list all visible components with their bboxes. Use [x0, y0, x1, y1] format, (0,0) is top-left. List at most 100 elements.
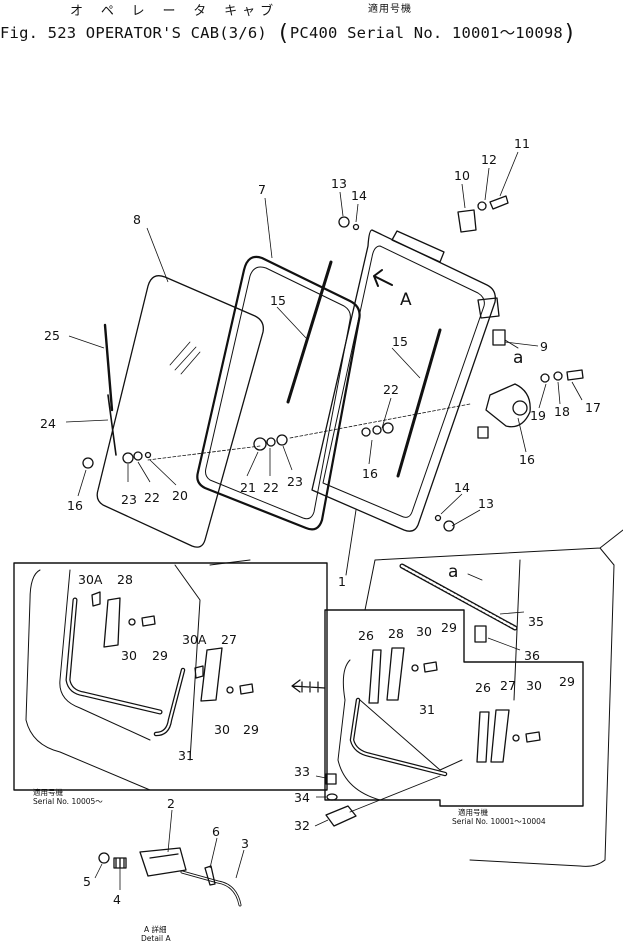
callout-31-left: 31 — [178, 748, 194, 763]
callout-13-bottom: 13 — [478, 496, 494, 511]
washer-22-right-b — [372, 425, 382, 435]
washer-19 — [540, 373, 550, 383]
figure-header: オ ペ レ ー タ キャブ 適用号機 Fig. 523 OPERATOR'S C… — [0, 0, 623, 48]
glass-seal-7-inner — [205, 266, 351, 520]
detail-a-bracket-2 — [139, 847, 187, 877]
frame-bracket-top — [391, 230, 445, 263]
bolt-33 — [325, 773, 337, 785]
inset-right-frame — [324, 609, 584, 807]
callout-2: 2 — [167, 796, 175, 811]
nut-16-left — [82, 457, 94, 469]
inset-left-bracket-27 — [200, 647, 223, 702]
callout-15-right: 15 — [392, 334, 408, 349]
detail-a-label: Detail A — [141, 934, 171, 942]
callout-16-right: 16 — [362, 466, 378, 481]
callout-30-right-a: 30 — [416, 624, 432, 639]
mark-a-side: a — [448, 562, 458, 582]
callout-22-right: 22 — [383, 382, 399, 397]
inset-left-bracket-28 — [103, 597, 121, 648]
callout-1: 1 — [338, 574, 346, 589]
washer-30-left-b — [226, 686, 234, 694]
view-arrow-a — [373, 269, 393, 287]
paren-open: ( — [276, 21, 290, 46]
washer-22-mid — [266, 437, 276, 447]
callout-30-right-b: 30 — [526, 678, 542, 693]
washer-12 — [477, 201, 487, 211]
washer-30-right-b — [512, 734, 520, 742]
callout-5: 5 — [83, 874, 91, 889]
inset-left-rod-31-inner — [155, 669, 184, 735]
arrow-between-insets — [291, 679, 326, 693]
inset-right-bracket-26b — [476, 711, 490, 763]
serial-label: PC400 Serial No. 10001～10098 — [289, 24, 563, 42]
glass-pane-8 — [96, 275, 264, 548]
bolt-29-right-b — [525, 731, 541, 743]
plate-32 — [325, 805, 357, 827]
mark-a-top: a — [513, 348, 523, 368]
cab-body-outline — [364, 529, 623, 867]
latch-16-body — [485, 383, 531, 428]
washer-23-left — [122, 452, 134, 464]
washer-16-right — [382, 422, 394, 434]
washer-22-left — [133, 451, 143, 461]
washer-23-mid — [276, 434, 288, 446]
left-inset-applicable: 適用号機 — [33, 787, 63, 797]
glass-reflection — [169, 341, 201, 375]
mount-center-line — [147, 403, 471, 461]
callout-33: 33 — [294, 764, 310, 779]
callout-29-left-a: 29 — [152, 648, 168, 663]
callout-28-right: 28 — [388, 626, 404, 641]
callout-7: 7 — [258, 182, 266, 197]
bolt-17 — [566, 369, 584, 381]
bolt-29-left-b — [239, 683, 254, 695]
callout-10: 10 — [454, 168, 470, 183]
nut-13-bottom — [443, 520, 455, 532]
inset-left-rod-inner — [66, 598, 162, 714]
callout-12: 12 — [481, 152, 497, 167]
inset-right-bracket-26 — [368, 649, 382, 704]
callout-29-right-a: 29 — [441, 620, 457, 635]
latch-16-plug — [477, 426, 489, 439]
callout-30A-left-a: 30A — [78, 572, 103, 587]
leader-32 — [349, 775, 441, 813]
washer-21 — [253, 437, 267, 451]
callout-16-left: 16 — [67, 498, 83, 513]
callout-36: 36 — [524, 648, 540, 663]
callout-15-left: 15 — [270, 293, 286, 308]
washer-22-right-a — [361, 427, 371, 437]
view-label-a: A — [400, 290, 412, 310]
callout-6: 6 — [212, 824, 220, 839]
callout-21: 21 — [240, 480, 256, 495]
inset-right-bracket-27b — [490, 709, 510, 763]
detail-a-spring-4 — [113, 857, 127, 869]
callout-26-right-b: 26 — [475, 680, 491, 695]
washer-20 — [144, 451, 152, 459]
callout-13-top: 13 — [331, 176, 347, 191]
bracket-10 — [457, 209, 477, 233]
detail-a-kanji: A 詳細 — [144, 924, 167, 934]
latch-16-knob — [512, 400, 528, 416]
washer-30-right-a — [411, 664, 419, 672]
bolt-36 — [474, 625, 487, 643]
washer-18 — [553, 371, 563, 381]
callout-34: 34 — [294, 790, 310, 805]
callout-8: 8 — [133, 212, 141, 227]
callout-9: 9 — [540, 339, 548, 354]
callout-31-right: 31 — [419, 702, 435, 717]
fig-label: Fig. 523 OPERATOR'S CAB(3/6) — [0, 24, 267, 42]
callout-30-left-b: 30 — [214, 722, 230, 737]
left-inset-serial: Serial No. 10005～ — [33, 797, 103, 806]
detail-a-pin-6 — [204, 865, 216, 886]
right-inset-serial: Serial No. 10001～10004 — [452, 817, 546, 826]
clip-30A-left-b — [194, 665, 204, 679]
callout-22-left: 22 — [144, 490, 160, 505]
inset-left-cab — [25, 559, 251, 791]
washer-14-bottom — [434, 514, 442, 522]
bolt-11 — [489, 195, 509, 210]
window-frame-1-inner — [322, 245, 485, 518]
callout-30-left-a: 30 — [121, 648, 137, 663]
callout-35: 35 — [528, 614, 544, 629]
callout-22-mid: 22 — [263, 480, 279, 495]
washer-34 — [326, 793, 338, 801]
